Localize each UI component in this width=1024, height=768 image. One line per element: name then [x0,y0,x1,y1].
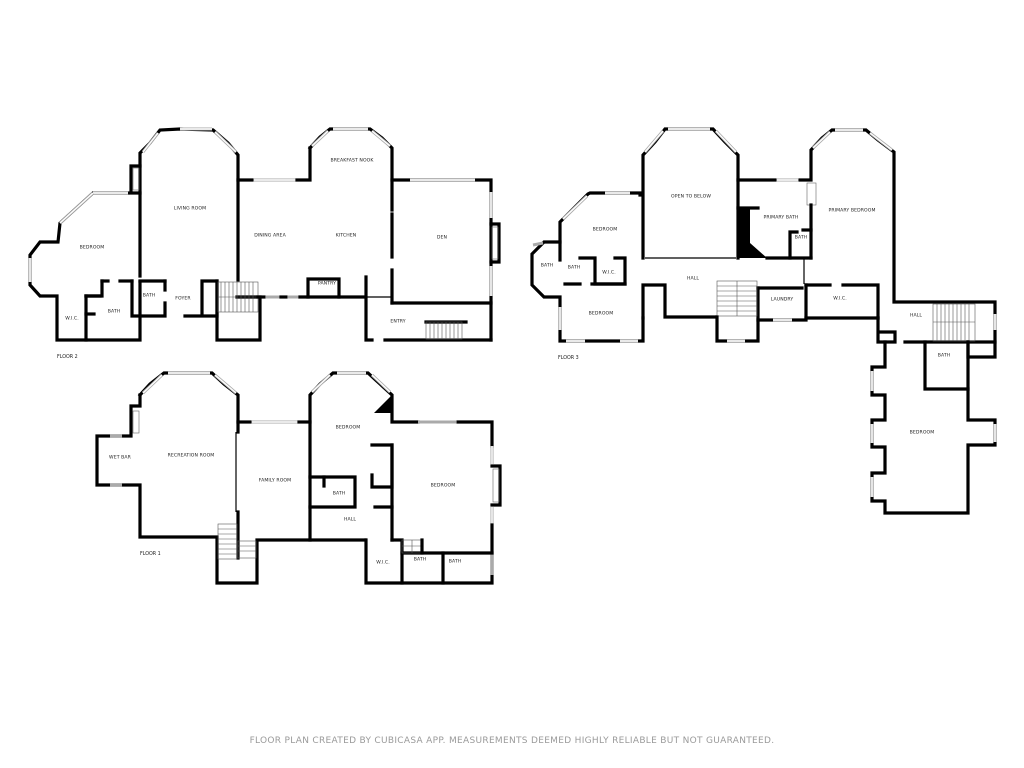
room-label-primary-bath: PRIMARY BATH [763,215,799,221]
room-label-bedroom: BEDROOM [430,483,456,489]
room-label-family-room: FAMILY ROOM [258,478,292,484]
room-label-bath: BATH [448,559,462,565]
room-label-bath: BATH [332,491,346,497]
room-label-dining-area: DINING AREA [254,233,286,239]
disclaimer-footer: FLOOR PLAN CREATED BY CUBICASA APP. MEAS… [249,736,775,746]
floor-1-walls [95,371,502,585]
floor-2-walls [28,127,501,342]
room-label-bath: BATH [540,263,554,269]
room-label-entry: ENTRY [390,319,406,325]
room-label-recreation-room: RECREATION ROOM [167,453,215,459]
floor-3-walls [530,127,997,515]
room-label-hall: HALL [686,276,700,282]
floor-label: FLOOR 1 [140,552,161,557]
room-label-bedroom: BEDROOM [588,311,614,317]
room-label-breakfast-nook: BREAKFAST NOOK [330,158,374,164]
room-label-bedroom: BEDROOM [909,430,935,436]
room-label-bath: BATH [794,235,808,241]
room-label-hall: HALL [343,517,357,523]
room-label-bedroom: BEDROOM [335,425,361,431]
floor-label: FLOOR 2 [57,355,78,360]
room-label-living-room: LIVING ROOM [173,206,207,212]
room-label-wet-bar: WET BAR [109,455,131,461]
room-label-wic: W.I.C. [833,296,847,302]
room-label-open-to-below: OPEN TO BELOW [671,194,711,200]
room-label-pantry: PANTRY [317,281,337,287]
room-label-wic: W.I.C. [602,270,616,276]
floor-label: FLOOR 3 [558,356,579,361]
room-label-bath: BATH [413,557,427,563]
room-label-bath: BATH [937,353,951,359]
room-label-kitchen: KITCHEN [335,233,357,239]
room-label-laundry: LAUNDRY [770,297,794,303]
room-label-bedroom: BEDROOM [79,245,105,251]
room-label-bedroom: BEDROOM [592,227,618,233]
room-label-den: DEN [436,235,448,241]
room-label-bath: BATH [107,309,121,315]
room-label-bath: BATH [567,265,581,271]
room-label-wic: W.I.C. [376,560,390,566]
room-label-bath: BATH [142,293,156,299]
room-label-wic: W.I.C. [65,316,79,322]
room-label-hall: HALL [909,313,923,319]
room-label-primary-bedroom: PRIMARY BEDROOM [828,208,876,214]
room-label-foyer: FOYER [175,296,191,302]
